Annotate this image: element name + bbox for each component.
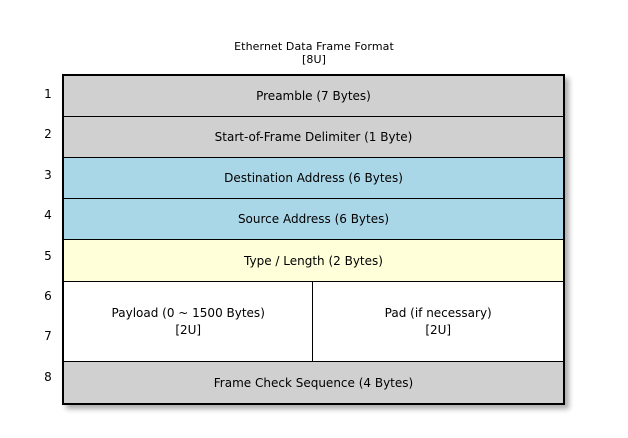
- row-number-4: 4: [44, 208, 52, 222]
- row-number-8: 8: [44, 370, 52, 384]
- field-payload-subscript: [2U]: [175, 322, 202, 337]
- table-row-sfd: Start-of-Frame Delimiter (1 Byte): [62, 116, 565, 158]
- field-pad: Pad (if necessary) [2U]: [312, 281, 565, 362]
- page-title: Ethernet Data Frame Format: [234, 40, 394, 53]
- diagram-title-block: Ethernet Data Frame Format [8U]: [0, 40, 628, 66]
- table-row-type-length: Type / Length (2 Bytes): [62, 239, 565, 282]
- table-row-source-address: Source Address (6 Bytes): [62, 198, 565, 240]
- table-row-payload-pad: Payload (0 ~ 1500 Bytes) [2U] Pad (if ne…: [62, 281, 565, 362]
- row-number-1: 1: [44, 87, 52, 101]
- table-row-frame-check-sequence: Frame Check Sequence (4 Bytes): [62, 361, 565, 405]
- field-pad-label: Pad (if necessary): [384, 305, 492, 320]
- field-frame-check-sequence: Frame Check Sequence (4 Bytes): [62, 361, 565, 405]
- row-number-3: 3: [44, 168, 52, 182]
- row-number-6: 6: [44, 289, 52, 303]
- row-number-7: 7: [44, 329, 52, 343]
- field-payload: Payload (0 ~ 1500 Bytes) [2U]: [62, 281, 314, 362]
- field-pad-subscript: [2U]: [425, 322, 452, 337]
- field-source-address: Source Address (6 Bytes): [62, 198, 565, 240]
- frame-format-table: Preamble (7 Bytes) Start-of-Frame Delimi…: [62, 74, 565, 405]
- table-row-destination-address: Destination Address (6 Bytes): [62, 157, 565, 199]
- ethernet-frame-diagram: 1 2 3 4 5 6 7 8 Preamble (7 Bytes) Start…: [34, 74, 594, 405]
- row-number-gutter: 1 2 3 4 5 6 7 8: [34, 74, 62, 401]
- field-destination-address: Destination Address (6 Bytes): [62, 157, 565, 199]
- row-number-5: 5: [44, 249, 52, 263]
- field-preamble: Preamble (7 Bytes): [62, 74, 565, 117]
- page-title-subscript: [8U]: [301, 53, 327, 66]
- table-row-preamble: Preamble (7 Bytes): [62, 74, 565, 117]
- field-start-of-frame-delimiter: Start-of-Frame Delimiter (1 Byte): [62, 116, 565, 158]
- row-number-2: 2: [44, 127, 52, 141]
- field-type-length: Type / Length (2 Bytes): [62, 239, 565, 282]
- field-payload-label: Payload (0 ~ 1500 Bytes): [111, 305, 265, 320]
